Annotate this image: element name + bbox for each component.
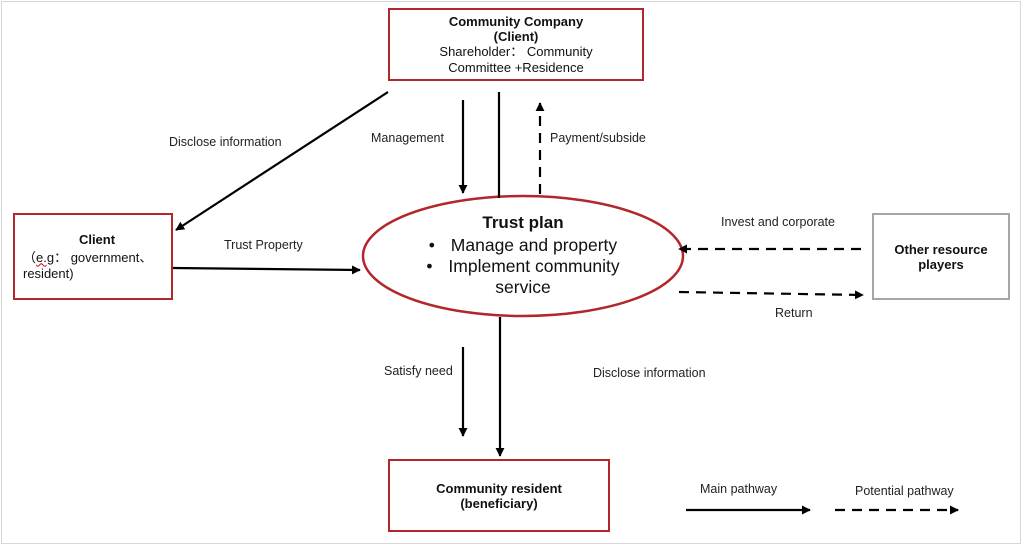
label-trust-property: Trust Property <box>224 238 303 252</box>
community-resident-box: Community resident (beneficiary) <box>388 459 610 532</box>
other-title2: players <box>918 256 964 272</box>
resident-subtitle: (beneficiary) <box>460 495 538 511</box>
client-title: Client <box>78 231 116 247</box>
trust-plan-bullet-1: •Manage and property <box>428 234 618 255</box>
label-disclose-top: Disclose information <box>169 135 282 149</box>
other-title: Other resource <box>894 241 988 257</box>
arrow-disclose-to-client <box>175 91 389 231</box>
label-disclose-bottom: Disclose information <box>593 366 706 380</box>
trust-plan-bullet-2: •Implement community <box>426 255 620 276</box>
company-line2: Committee +Residence <box>448 59 584 75</box>
trust-plan-content: Trust plan •Manage and property •Impleme… <box>366 200 680 310</box>
other-resource-box: Other resource players <box>872 213 1010 300</box>
label-payment: Payment/subside <box>550 131 646 145</box>
community-company-box: Community Company (Client) Shareholder： … <box>388 8 644 81</box>
resident-title: Community resident <box>436 480 562 496</box>
arrow-return <box>678 290 864 300</box>
label-invest: Invest and corporate <box>721 215 835 229</box>
trust-plan-bullets: •Manage and property •Implement communit… <box>426 235 619 298</box>
label-management: Management <box>371 131 444 145</box>
client-line2: resident) <box>23 265 74 281</box>
trust-plan-ellipse <box>361 194 685 318</box>
client-example-abbr: e.g <box>36 249 55 265</box>
arrow-trust-property <box>172 265 361 275</box>
client-example: （e.g： government、 <box>23 249 153 265</box>
company-title: Community Company <box>448 13 584 29</box>
trust-plan-bullet-3: service <box>495 276 551 297</box>
legend-potential-label: Potential pathway <box>855 484 954 498</box>
client-box: Client （e.g： government、 resident) <box>13 213 173 300</box>
company-line1: Shareholder： Community <box>439 43 593 59</box>
label-satisfy: Satisfy need <box>384 364 453 378</box>
label-return: Return <box>775 306 813 320</box>
company-subtitle: (Client) <box>493 28 539 44</box>
trust-plan-title: Trust plan <box>482 212 564 232</box>
legend-main-label: Main pathway <box>700 482 778 496</box>
